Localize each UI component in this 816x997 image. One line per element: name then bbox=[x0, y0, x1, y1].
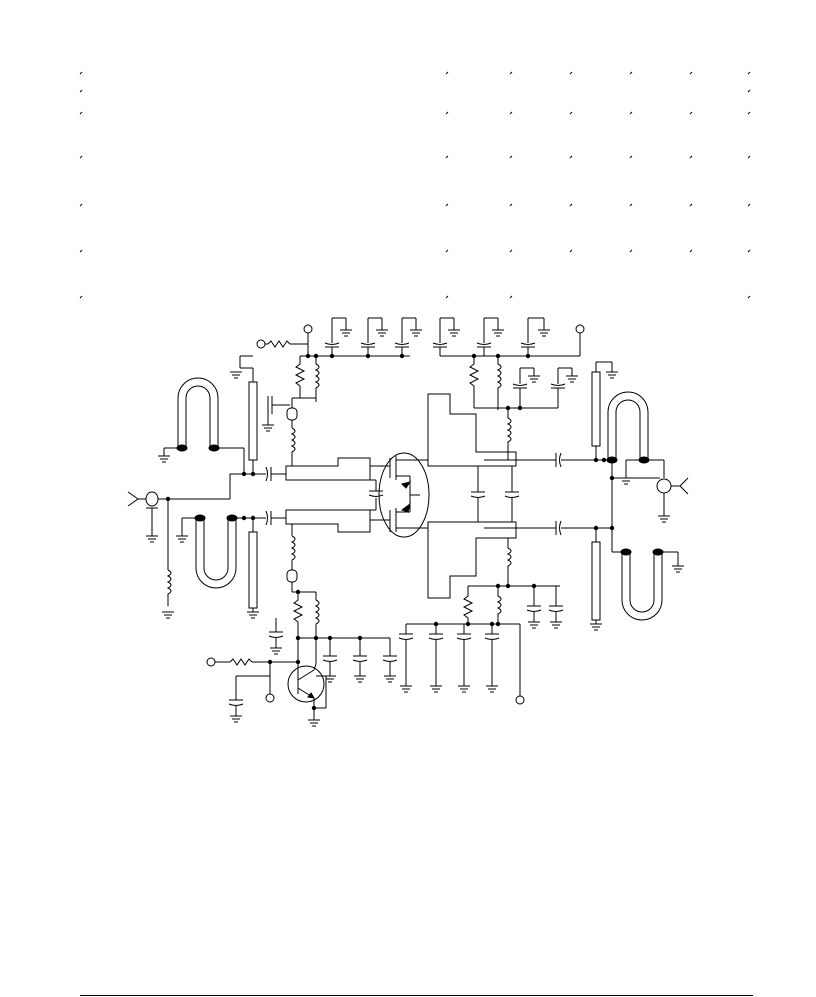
capacitor-symbol-bus-4 bbox=[432, 317, 460, 356]
inductor-symbol-input-shunt bbox=[166, 569, 172, 606]
inductor-symbol-gate-top bbox=[290, 427, 296, 462]
transmission-line-stub-output-upper bbox=[591, 371, 601, 447]
capacitor-symbol-drain-bypass-3 bbox=[526, 586, 542, 629]
transmission-line-balun-upper bbox=[177, 377, 219, 448]
coaxial-connector-input bbox=[145, 491, 159, 507]
tick-mark-grid bbox=[79, 71, 751, 299]
capacitor-symbol-bus-3 bbox=[394, 317, 422, 356]
inductor-symbol-drain-bias-top bbox=[496, 356, 502, 410]
inductor-symbol-gate-bias-lower bbox=[314, 592, 320, 638]
capacitor-symbol-bottom-2 bbox=[428, 624, 444, 693]
transmission-line-stub-output-lower bbox=[591, 541, 601, 621]
capacitor-symbol-drain-bypass-4 bbox=[548, 586, 564, 629]
capacitor-symbol-drain-shunt-1 bbox=[470, 466, 486, 522]
capacitor-symbol-output-upper bbox=[559, 452, 562, 468]
inductor-symbol-gate-bias-top bbox=[314, 356, 320, 402]
tick-marks-left bbox=[79, 71, 83, 299]
terminal-node-bottom-left bbox=[265, 693, 275, 703]
coaxial-connector-top bbox=[286, 407, 298, 421]
coaxial-connector-bottom bbox=[286, 569, 298, 583]
output-balun-section bbox=[590, 361, 689, 631]
capacitor-symbol-output-lower bbox=[559, 520, 562, 536]
coaxial-connector-output bbox=[656, 478, 672, 494]
dual-fet-transistor bbox=[370, 452, 430, 538]
inductor-symbol-drain-top bbox=[506, 408, 512, 460]
inductor-symbol-drain-bias-lower bbox=[496, 586, 502, 624]
resistor-symbol-drain-lower bbox=[462, 586, 474, 624]
capacitor-symbol-gate-lower bbox=[265, 510, 268, 526]
output-connector-arrow bbox=[679, 477, 689, 495]
drain-microstrip-lower bbox=[427, 521, 517, 599]
capacitor-symbol-bus-1 bbox=[324, 317, 352, 356]
transmission-line-balun-lower bbox=[195, 518, 237, 589]
terminal-node-bottom-right bbox=[515, 695, 525, 705]
capacitor-symbol-bus-6 bbox=[520, 317, 550, 356]
resistor-symbol-gate-bias-lower bbox=[292, 592, 304, 638]
transmission-line-stub-lower bbox=[248, 531, 258, 609]
gate-microstrip-upper bbox=[285, 457, 371, 481]
vdd-terminal-top-left bbox=[256, 339, 266, 349]
terminal-node-top-left bbox=[303, 324, 313, 334]
inductor-symbol-gate-lower bbox=[290, 535, 296, 570]
top-left-supply-bus bbox=[256, 317, 422, 462]
terminal-node-top-right bbox=[575, 324, 585, 334]
capacitor-symbol-lower-bus-3 bbox=[382, 638, 398, 683]
resistor-symbol-gate-bias-top bbox=[294, 356, 306, 398]
tick-marks-right-columns bbox=[445, 71, 751, 299]
capacitor-symbol-bottom-4 bbox=[484, 624, 500, 693]
capacitor-symbol-bus-2 bbox=[360, 317, 388, 356]
npn-transistor bbox=[287, 638, 327, 727]
drain-microstrip-upper bbox=[427, 393, 517, 467]
inductor-symbol-drain-lower bbox=[506, 538, 512, 586]
resistor-symbol-bias-input bbox=[229, 658, 253, 666]
footer-rule bbox=[80, 995, 753, 996]
capacitor-symbol-bus-5 bbox=[476, 317, 504, 356]
capacitor-symbol-lower-bus-1 bbox=[322, 638, 338, 683]
gate-microstrip-lower bbox=[285, 509, 371, 533]
input-connector-arrow bbox=[127, 491, 139, 507]
transmission-line-balun-output-upper bbox=[607, 391, 649, 460]
capacitor-symbol-drain-bypass-2 bbox=[550, 367, 578, 408]
capacitor-symbol-bottom-3 bbox=[456, 624, 472, 693]
bias-regulator-section bbox=[206, 535, 398, 727]
capacitor-symbol-bottom-1 bbox=[398, 624, 414, 693]
top-right-supply-bus bbox=[432, 317, 585, 460]
transmission-line-stub-upper bbox=[248, 381, 258, 461]
resistor-symbol-drain-top bbox=[468, 356, 480, 408]
gate-coupling-network bbox=[262, 457, 384, 536]
transmission-line-balun-output-lower bbox=[621, 552, 663, 621]
capacitor-symbol-drain-bypass-1 bbox=[512, 367, 540, 408]
vbias-terminal-bottom-left bbox=[206, 657, 216, 667]
capacitor-symbol-gate-upper bbox=[265, 466, 268, 482]
drain-network bbox=[398, 393, 660, 705]
capacitor-symbol-lower-bus-2 bbox=[352, 638, 368, 683]
capacitor-symbol-drain-shunt-2 bbox=[504, 466, 520, 522]
resistor-symbol-top-left bbox=[267, 340, 291, 348]
input-balun-section bbox=[127, 355, 290, 619]
